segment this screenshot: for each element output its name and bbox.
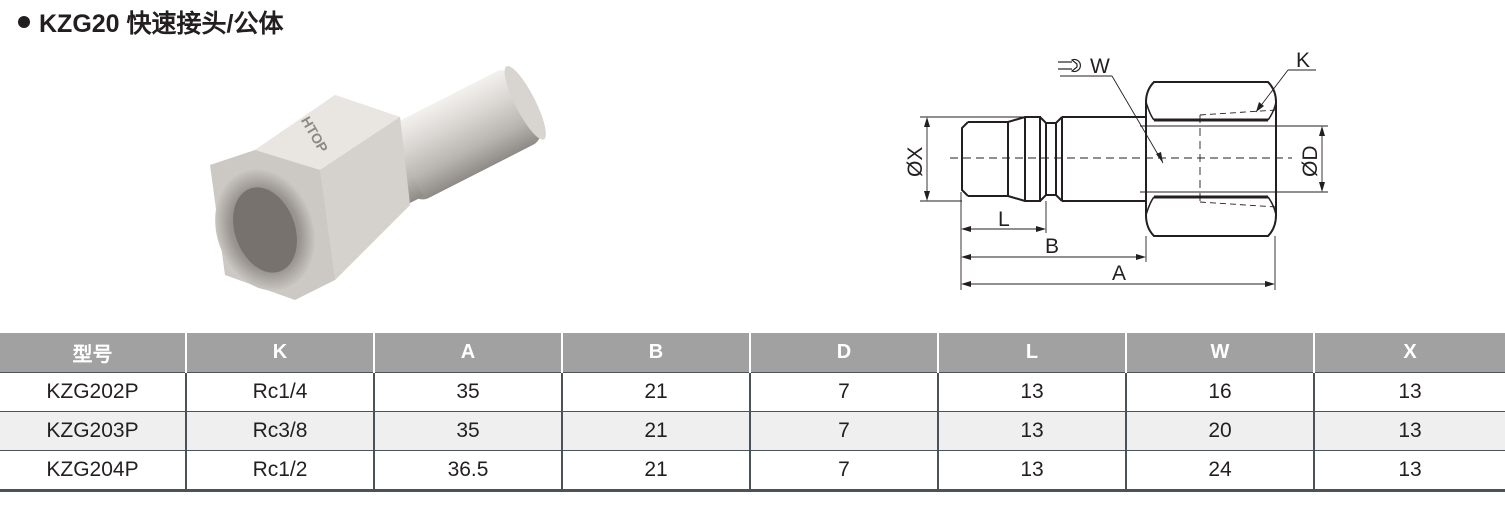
header-d: D <box>749 333 938 373</box>
header-k: K <box>185 333 374 373</box>
label-b: B <box>1045 235 1059 258</box>
cell-a: 35 <box>373 372 562 412</box>
table-row: KZG202P Rc1/4 35 21 7 13 16 13 <box>0 372 1505 412</box>
cell-l: 13 <box>937 411 1126 451</box>
cell-b: 21 <box>561 411 750 451</box>
cell-d: 7 <box>749 411 938 451</box>
table-row: KZG203P Rc3/8 35 21 7 13 20 13 <box>0 411 1505 451</box>
cell-w: 24 <box>1125 450 1314 492</box>
cell-w: 20 <box>1125 411 1314 451</box>
header-x: X <box>1313 333 1505 373</box>
cell-x: 13 <box>1313 372 1505 412</box>
cell-w: 16 <box>1125 372 1314 412</box>
cell-model: KZG204P <box>0 450 186 492</box>
header-w: W <box>1125 333 1314 373</box>
cell-x: 13 <box>1313 411 1505 451</box>
cell-l: 13 <box>937 450 1126 492</box>
cell-model: KZG202P <box>0 372 186 412</box>
wrench-icon <box>1058 58 1081 73</box>
header-model: 型号 <box>0 333 186 373</box>
cell-d: 7 <box>749 372 938 412</box>
table-header-row: 型号 K A B D L W X <box>0 333 1505 373</box>
header-a: A <box>373 333 562 373</box>
cell-k: Rc1/4 <box>185 372 374 412</box>
spec-table: 型号 K A B D L W X KZG202P Rc1/4 35 21 7 1… <box>0 333 1505 492</box>
label-w: W <box>1090 55 1110 78</box>
label-k: K <box>1296 49 1310 72</box>
cell-b: 21 <box>561 372 750 412</box>
cell-x: 13 <box>1313 450 1505 492</box>
cell-d: 7 <box>749 450 938 492</box>
bullet-icon <box>18 16 30 28</box>
cell-b: 21 <box>561 450 750 492</box>
product-photo: HTOP <box>210 65 546 300</box>
cell-k: Rc1/2 <box>185 450 374 492</box>
label-a: A <box>1112 262 1126 285</box>
label-d: ØD <box>1299 146 1322 178</box>
label-x: ØX <box>904 147 927 177</box>
cell-a: 36.5 <box>373 450 562 492</box>
cell-a: 35 <box>373 411 562 451</box>
dimension-drawing: W K L B A ØX ØD <box>904 49 1328 290</box>
cell-l: 13 <box>937 372 1126 412</box>
label-l: L <box>998 208 1010 231</box>
header-b: B <box>561 333 750 373</box>
title-text: KZG20 快速接头/公体 <box>39 10 284 38</box>
header-l: L <box>937 333 1126 373</box>
page-title: KZG20 快速接头/公体 <box>16 2 283 42</box>
cell-k: Rc3/8 <box>185 411 374 451</box>
table-row: KZG204P Rc1/2 36.5 21 7 13 24 13 <box>0 450 1505 492</box>
cell-model: KZG203P <box>0 411 186 451</box>
